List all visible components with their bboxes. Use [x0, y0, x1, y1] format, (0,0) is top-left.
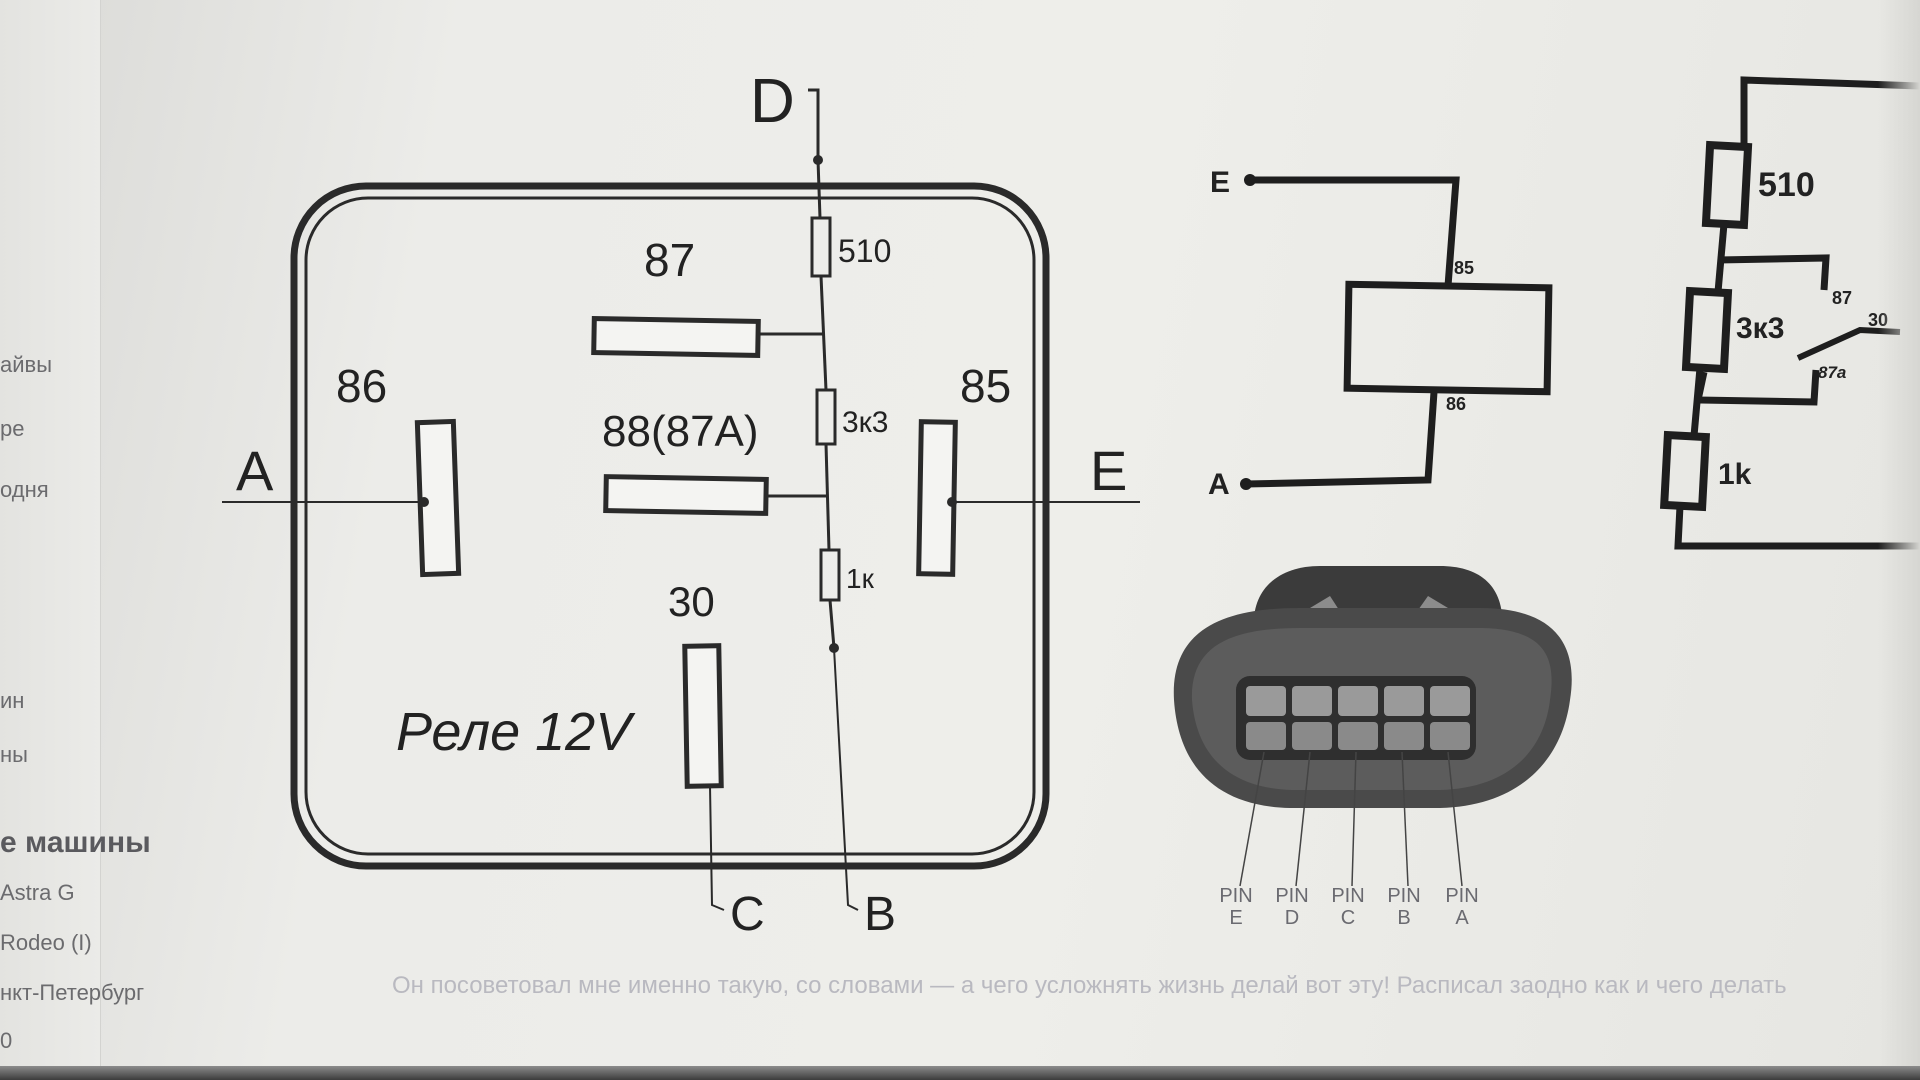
connector-cell	[1338, 722, 1378, 750]
connector-cell	[1430, 686, 1470, 716]
relay-label: Реле 12V	[396, 702, 636, 762]
connector-image: PIN E PIN D PIN C PIN B PIN A	[1173, 566, 1572, 929]
sidebar-item-2[interactable]: ре	[0, 416, 25, 441]
pin-87	[591, 316, 761, 358]
sidebar-car-2[interactable]: Rodeo (I)	[0, 930, 92, 955]
relay-diagram: D 510 3к3 1к B 87 88(87A) 86	[222, 67, 1140, 941]
ladder-resistor-3k3	[1681, 286, 1733, 374]
ladder-r3-label: 1k	[1718, 458, 1752, 491]
wire-c	[709, 785, 725, 911]
sidebar-item-1[interactable]: айвы	[0, 352, 53, 377]
resistor-1k-label: 1к	[846, 563, 875, 594]
pin-b-word: PIN	[1387, 885, 1420, 907]
sidebar-car-4[interactable]: 0	[0, 1028, 13, 1053]
ladder-r1-label: 510	[1758, 166, 1815, 204]
ladder-rail-bottom	[1674, 505, 1920, 550]
pin-30	[682, 643, 724, 789]
terminal-d-label: D	[750, 67, 795, 136]
pin-d-word: PIN	[1275, 885, 1308, 907]
terminal-b-label: B	[864, 888, 896, 941]
leader-line-b	[1401, 751, 1409, 887]
screen-edge-shade	[1878, 0, 1920, 1080]
connector-cell	[1246, 686, 1286, 716]
pin-d-letter: D	[1285, 907, 1299, 929]
connector-cell	[1292, 686, 1332, 716]
pin-e-word: PIN	[1219, 885, 1252, 907]
wire-d	[808, 88, 820, 160]
leader-line-a	[1447, 751, 1463, 887]
ladder-r2-label: 3к3	[1736, 312, 1784, 345]
pin-86	[414, 418, 462, 578]
sidebar-car-3[interactable]: нкт-Петербург	[0, 980, 145, 1005]
coil-wire-bottom	[1245, 391, 1438, 488]
coil-box	[1343, 280, 1553, 396]
sidebar: айвы ре одня ин ны е машины Astra G Rode…	[0, 0, 151, 1080]
coil-pin-bottom: 86	[1446, 394, 1466, 414]
coil-terminal-a: A	[1208, 468, 1230, 501]
junction-a	[419, 497, 429, 507]
pin-e-letter: E	[1229, 907, 1242, 929]
post-caption: Он посоветовал мне именно такую, со слов…	[392, 972, 1787, 999]
sidebar-car-1[interactable]: Astra G	[0, 880, 75, 905]
ladder-87-label: 87	[1832, 288, 1852, 308]
ladder-87a-label: 87a	[1818, 363, 1846, 382]
resistor-510-label: 510	[838, 233, 891, 269]
ladder-resistor-510	[1701, 140, 1753, 230]
coil-dot-top	[1244, 174, 1256, 186]
coil-pin-top: 85	[1454, 258, 1474, 278]
resistor-3k3-label: 3к3	[842, 406, 889, 439]
relay-housing-inner	[304, 196, 1036, 856]
leader-line-e	[1239, 751, 1265, 887]
terminal-c-label: C	[730, 888, 765, 941]
sidebar-item-4[interactable]: ин	[0, 688, 25, 713]
resistor-510	[810, 216, 832, 278]
wire-b	[833, 647, 859, 911]
coil-diagram: E 85 86 A	[1208, 166, 1553, 501]
pin-87-label: 87	[644, 234, 695, 286]
connector-cell	[1384, 686, 1424, 716]
coil-terminal-e: E	[1210, 166, 1230, 199]
ladder-rail-top	[1740, 76, 1920, 146]
terminal-e-label: E	[1090, 439, 1127, 502]
pin-c-letter: C	[1341, 907, 1355, 929]
leader-line-d	[1295, 751, 1311, 887]
terminal-a-label: A	[236, 439, 274, 502]
sidebar-item-3[interactable]: одня	[0, 477, 49, 502]
connector-pin-cells	[1246, 686, 1470, 750]
pin-a-letter: A	[1455, 907, 1469, 929]
resistor-3k3	[815, 388, 837, 446]
leader-line-c	[1351, 751, 1357, 887]
connector-cell	[1246, 722, 1286, 750]
coil-dot-bottom	[1240, 478, 1252, 490]
pin-85-label: 85	[960, 360, 1011, 412]
connector-cell	[1384, 722, 1424, 750]
wire-chain-3	[828, 599, 836, 649]
connector-pin-labels: PIN E PIN D PIN C PIN B PIN A	[1219, 885, 1478, 929]
pin-86-label: 86	[336, 360, 387, 412]
coil-wire-top	[1248, 176, 1460, 287]
sidebar-item-5[interactable]: ны	[0, 742, 28, 767]
resistor-1k	[819, 548, 841, 602]
connector-cell	[1430, 722, 1470, 750]
pin-c-word: PIN	[1331, 885, 1364, 907]
pin-30-label: 30	[668, 578, 715, 625]
relay-housing-outer	[290, 182, 1050, 870]
ladder-resistor-1k	[1659, 430, 1711, 512]
connector-leader-lines	[1239, 751, 1463, 887]
connector-cell	[1338, 686, 1378, 716]
junction-e	[947, 497, 957, 507]
pin-88	[603, 474, 769, 516]
pin-a-word: PIN	[1445, 885, 1478, 907]
connector-cell	[1292, 722, 1332, 750]
ladder-branch-87a	[1693, 369, 1820, 406]
ladder-branch-87	[1717, 254, 1830, 291]
pin-88-label: 88(87A)	[602, 407, 759, 456]
pin-b-letter: B	[1397, 907, 1410, 929]
wire-chain-top	[816, 159, 822, 219]
ladder-wire-2	[1690, 367, 1704, 437]
sidebar-section-title: е машины	[0, 826, 151, 859]
monitor-bezel	[0, 1066, 1920, 1080]
